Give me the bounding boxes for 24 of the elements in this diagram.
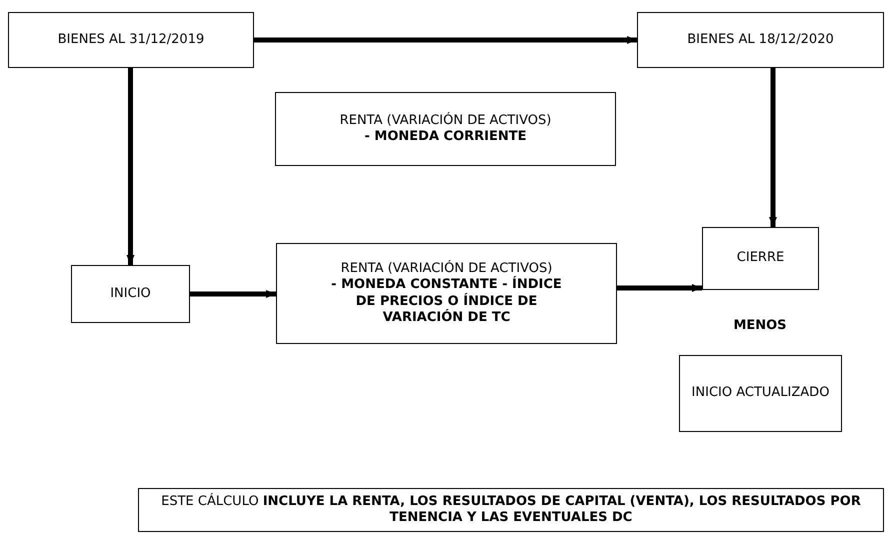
text-box xyxy=(637,12,884,68)
box-text: INICIO xyxy=(110,286,151,302)
arrow xyxy=(769,68,777,227)
box-text: CIERRE xyxy=(736,250,784,267)
box-text: BIENES AL 31/12/2019 xyxy=(58,32,204,48)
text-box xyxy=(679,355,842,432)
text-box xyxy=(276,243,617,344)
box-text: INICIO ACTUALIZADO xyxy=(692,385,830,402)
arrow xyxy=(617,284,702,292)
box-text: BIENES AL 18/12/2020 xyxy=(687,32,834,48)
text-box xyxy=(8,12,254,68)
arrow xyxy=(126,68,134,265)
box-text: ESTE CÁLCULO INCLUYE LA RENTA, LOS RESULTADOS DE CAPITAL (VENTA), LOS RESULTADOS POR TENENCIA Y LAS EVENTUALES DC xyxy=(161,494,861,526)
box-text: - MONEDA CONSTANTE - ÍNDICE DE PRECIOS O ÍNDICE DE VARIACIÓN DE TC xyxy=(330,277,563,326)
box-text: RENTA (VARIACIÓN DE ACTIVOS) xyxy=(340,261,552,276)
box-text: - MONEDA CORRIENTE xyxy=(364,129,526,146)
text-box xyxy=(275,92,616,166)
arrow xyxy=(190,290,276,298)
text-box xyxy=(138,488,884,532)
box-text: RENTA (VARIACIÓN DE ACTIVOS) xyxy=(340,112,552,129)
arrow xyxy=(254,36,637,44)
label-text: MENOS xyxy=(733,318,787,333)
text-box xyxy=(71,265,190,323)
text-box xyxy=(702,227,819,290)
